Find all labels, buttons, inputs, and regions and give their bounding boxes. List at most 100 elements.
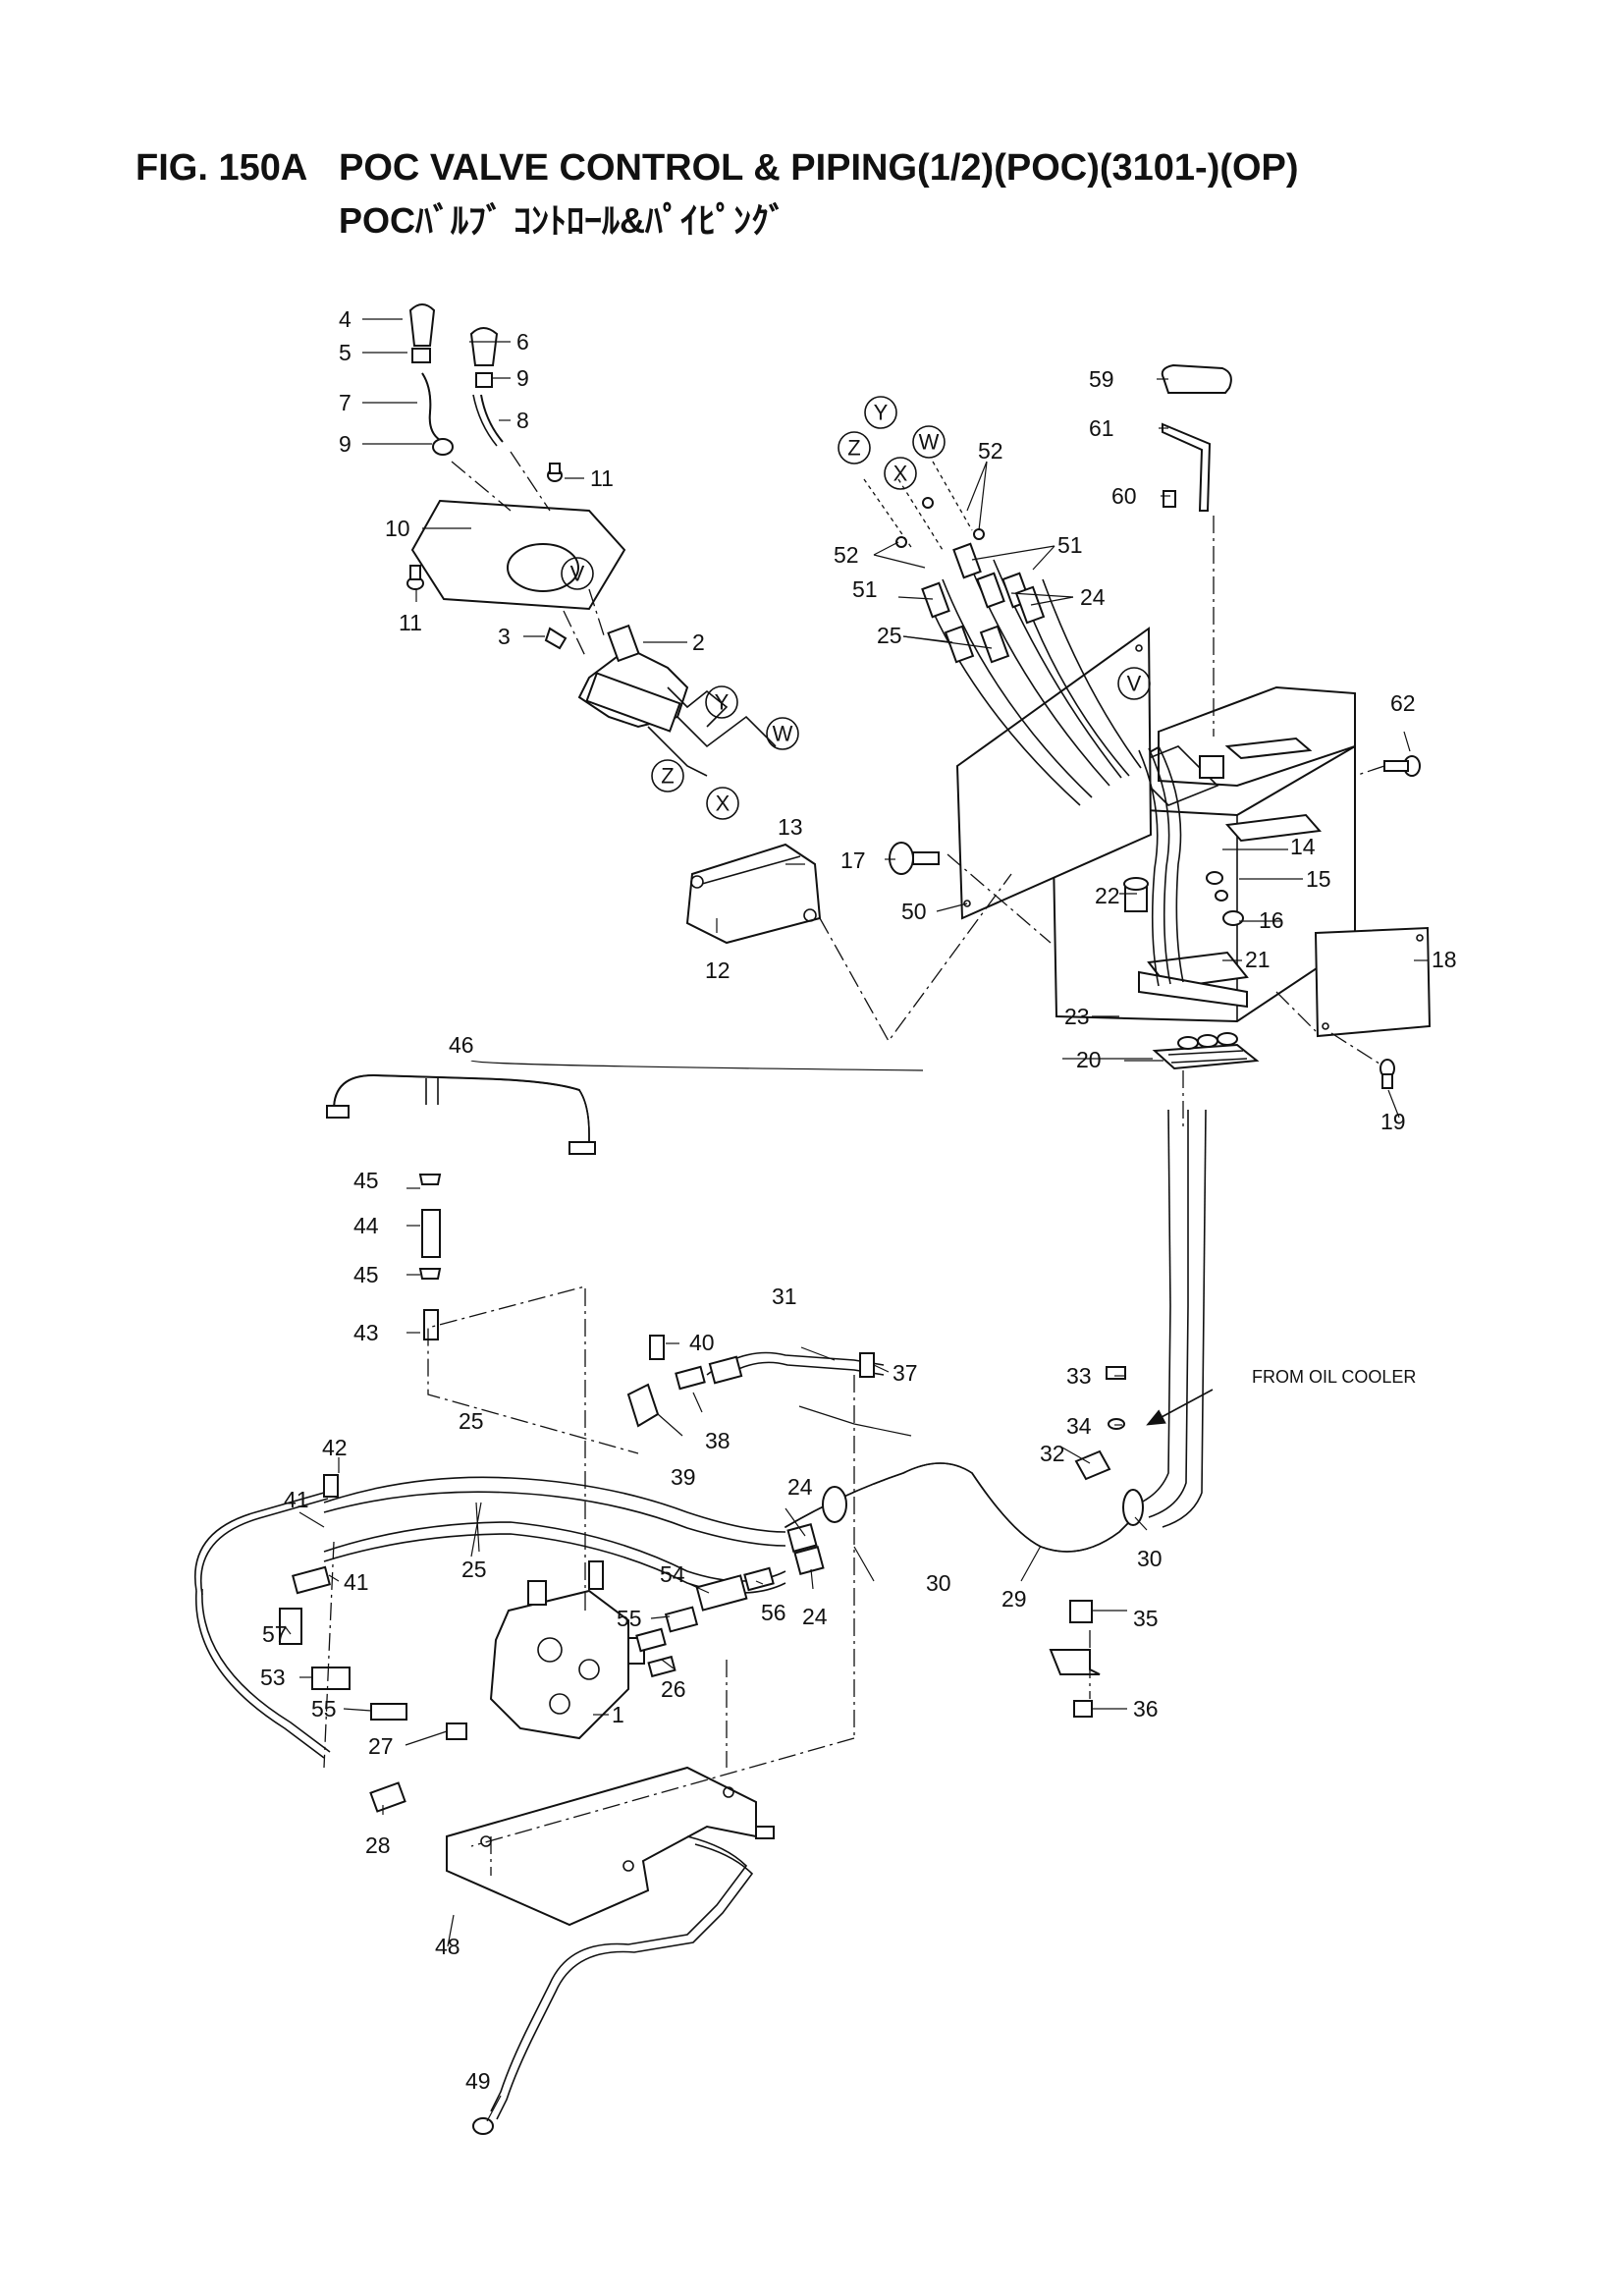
callout-15: 15 (1306, 866, 1331, 892)
callout-59: 59 (1089, 366, 1114, 392)
callout-50: 50 (901, 899, 927, 924)
callout-11-top: 11 (590, 465, 614, 491)
callout-39: 39 (671, 1464, 696, 1490)
return-pipe (326, 1073, 1214, 1718)
control-box (685, 363, 1432, 1129)
callouts: 4 5 7 9 6 9 8 11 10 11 3 2 13 12 17 50 2… (260, 306, 1457, 2094)
callout-7: 7 (339, 390, 352, 415)
figure-title-en: POC VALVE CONTROL & PIPING(1/2)(POC)(310… (339, 147, 1299, 189)
callout-45-bottom: 45 (353, 1262, 379, 1287)
callout-24-lower: 24 (802, 1604, 828, 1629)
marker-y-left: Y (705, 685, 738, 719)
callout-24-top: 24 (1080, 584, 1106, 610)
marker-w-right-label: W (919, 430, 940, 455)
callout-35: 35 (1133, 1606, 1159, 1631)
marker-z-right: Z (838, 431, 871, 465)
pilot-hoses (863, 461, 1142, 806)
callout-51-left: 51 (852, 576, 878, 602)
callout-25-lower: 25 (461, 1557, 487, 1582)
callout-52-left: 52 (834, 542, 859, 568)
connection-markers: V Y W Z X Y Z W X V (561, 396, 1151, 820)
callout-40: 40 (689, 1330, 715, 1355)
callout-55-left: 55 (311, 1696, 337, 1722)
callout-13: 13 (778, 814, 803, 840)
marker-w-right: W (912, 425, 946, 459)
callout-9-left: 9 (339, 431, 352, 457)
callout-9-right: 9 (516, 365, 529, 391)
callout-49: 49 (465, 2068, 491, 2094)
callout-55-right: 55 (617, 1606, 642, 1631)
callout-34: 34 (1066, 1413, 1092, 1439)
callout-37: 37 (893, 1360, 918, 1386)
marker-v-left: V (561, 557, 594, 590)
leader-lines (284, 318, 1429, 2122)
callout-57: 57 (262, 1621, 288, 1647)
callout-20: 20 (1076, 1047, 1102, 1072)
callout-46: 46 (449, 1032, 474, 1058)
callout-36: 36 (1133, 1696, 1159, 1722)
callout-12: 12 (705, 957, 730, 983)
callout-18: 18 (1432, 947, 1457, 972)
callout-42: 42 (322, 1435, 348, 1460)
callout-44: 44 (353, 1213, 379, 1238)
callout-17: 17 (840, 847, 866, 873)
callout-54: 54 (660, 1561, 685, 1587)
callout-8: 8 (516, 408, 529, 433)
callout-33: 33 (1066, 1363, 1092, 1389)
callout-48: 48 (435, 1934, 460, 1959)
callout-41-bottom: 41 (344, 1569, 369, 1595)
lever-assembly (406, 303, 777, 777)
callout-43: 43 (353, 1320, 379, 1345)
figure-number: FIG. 150A (135, 147, 308, 189)
callout-51-right: 51 (1057, 532, 1083, 558)
callout-32: 32 (1040, 1441, 1065, 1466)
figure-title-ja: POCﾊﾞﾙﾌﾞ ｺﾝﾄﾛｰﾙ&ﾊﾟｲﾋﾟﾝｸﾞ (339, 200, 787, 241)
callout-38: 38 (705, 1428, 730, 1453)
marker-y-left-label: Y (715, 690, 730, 715)
callout-45-top: 45 (353, 1168, 379, 1193)
callout-60: 60 (1111, 483, 1137, 509)
marker-z-left: Z (651, 759, 684, 793)
callout-53: 53 (260, 1665, 286, 1690)
marker-y-right: Y (864, 396, 897, 429)
callout-25-top: 25 (877, 623, 902, 648)
marker-w-left-label: W (773, 722, 793, 746)
callout-52-top: 52 (978, 438, 1003, 464)
callout-31: 31 (772, 1284, 797, 1309)
marker-v-right: V (1117, 667, 1151, 700)
callout-26: 26 (661, 1676, 686, 1702)
callout-5: 5 (339, 340, 352, 365)
callout-11-bottom: 11 (399, 610, 422, 635)
callout-4: 4 (339, 306, 352, 332)
callout-3: 3 (498, 624, 511, 649)
callout-2: 2 (692, 629, 705, 655)
from-oil-cooler-note: FROM OIL COOLER (1252, 1367, 1416, 1387)
callout-21: 21 (1245, 947, 1271, 972)
marker-w-left: W (766, 717, 799, 750)
callout-24-mid: 24 (787, 1474, 813, 1500)
callout-23: 23 (1064, 1004, 1090, 1029)
callout-14: 14 (1290, 834, 1316, 859)
marker-x-left: X (706, 787, 739, 820)
callout-62: 62 (1390, 690, 1416, 716)
marker-v-left-label: V (570, 562, 585, 586)
callout-61: 61 (1089, 415, 1114, 441)
callout-25-mid: 25 (459, 1408, 484, 1434)
callout-30-right: 30 (1137, 1546, 1163, 1571)
marker-x-left-label: X (716, 792, 730, 816)
callout-10: 10 (385, 516, 410, 541)
callout-28: 28 (365, 1832, 391, 1858)
poc-valve-assembly (194, 1285, 1091, 2135)
callout-22: 22 (1095, 883, 1120, 908)
marker-x-right: X (884, 457, 917, 490)
marker-x-right-label: X (893, 462, 908, 486)
callout-41-top: 41 (284, 1487, 309, 1512)
marker-z-right-label: Z (847, 436, 860, 461)
callout-19: 19 (1380, 1109, 1406, 1134)
callout-30-left: 30 (926, 1570, 951, 1596)
callout-1: 1 (612, 1702, 624, 1727)
callout-29: 29 (1001, 1586, 1027, 1612)
marker-v-right-label: V (1127, 672, 1142, 696)
marker-z-left-label: Z (661, 764, 674, 789)
